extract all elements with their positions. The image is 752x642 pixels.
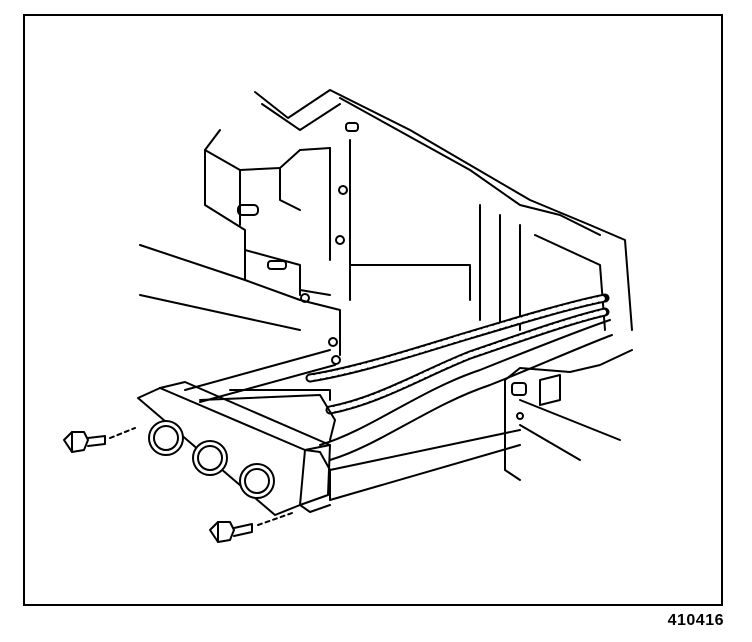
figure-id-label: 410416	[667, 612, 724, 629]
illustration-frame	[23, 14, 723, 606]
control-panel-assembly	[137, 381, 336, 516]
upper-bolt	[63, 427, 136, 453]
right-side-bracket	[504, 349, 633, 481]
mounting-rails	[184, 337, 521, 501]
upper-body-structure	[139, 89, 633, 356]
wiring-harness	[305, 293, 613, 461]
lower-bolt	[209, 511, 296, 543]
